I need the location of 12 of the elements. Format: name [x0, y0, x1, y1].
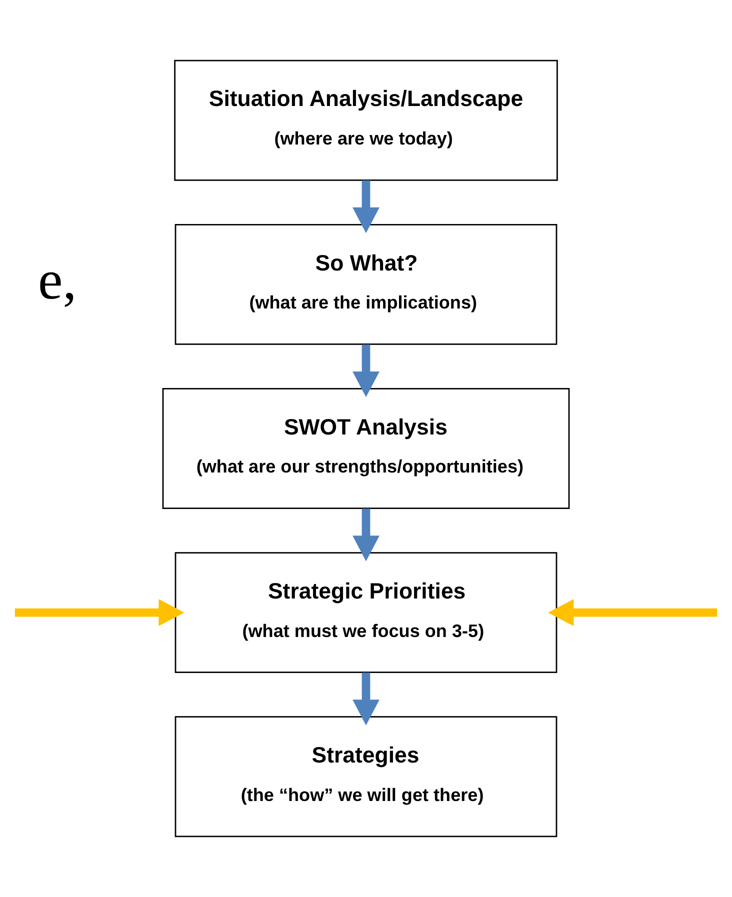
arrow [352, 672, 380, 726]
node-box: Strategic Priorities (what must we focus on 3-5) [174, 552, 558, 674]
node-box: SWOT Analysis (what are our strengths/opportunities) [162, 388, 570, 509]
node-box: Situation Analysis/Landscape (where are we today) [174, 60, 558, 181]
arrow [352, 344, 380, 398]
label: e, [38, 249, 77, 312]
node-box: So What? (what are the implications) [174, 224, 558, 345]
arrow [14, 599, 184, 626]
arrow [352, 180, 380, 234]
arrow [548, 599, 718, 626]
node-box: Strategies (the “how” we will get there) [174, 716, 558, 838]
arrow [352, 508, 380, 562]
